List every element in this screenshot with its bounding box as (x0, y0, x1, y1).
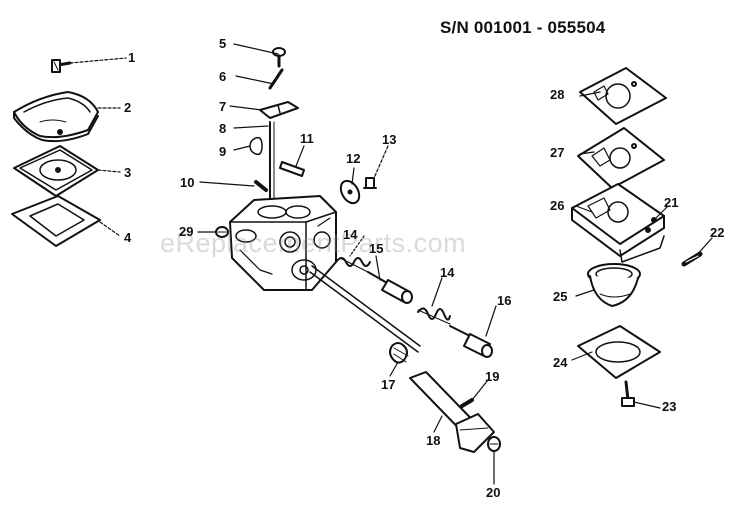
part-7-lever (259, 101, 299, 119)
part-19-screw (460, 398, 474, 408)
part-4-gasket (11, 195, 101, 247)
part-18-throttle-shaft (409, 371, 495, 453)
part-10-pin (254, 180, 268, 192)
part-3-diaphragm (13, 145, 99, 197)
callout-23: 23 (662, 399, 677, 414)
part-14-lower-spring (417, 307, 451, 325)
callout-1: 1 (128, 50, 136, 65)
callout-21: 21 (664, 195, 679, 210)
callout-29: 29 (179, 224, 194, 239)
part-27-plate (577, 127, 665, 189)
part-2-cover (13, 91, 99, 143)
part-8-needle (269, 121, 275, 211)
part-5-screw (272, 47, 286, 68)
callout-2: 2 (124, 100, 132, 115)
callout-12: 12 (346, 151, 361, 166)
part-12-disc (339, 179, 361, 205)
part-15-mixture-needle (367, 271, 413, 304)
callout-11: 11 (300, 131, 314, 146)
callout-20: 20 (486, 485, 501, 500)
callout-28: 28 (550, 87, 565, 102)
callout-9: 9 (219, 144, 227, 159)
callout-3: 3 (124, 165, 132, 180)
part-17-shaft-spring (309, 265, 421, 364)
callout-17: 17 (381, 377, 396, 392)
serial-number-range: S/N 001001 - 055504 (440, 18, 606, 37)
part-14-upper-spring (335, 257, 371, 273)
callout-14-lower: 14 (440, 265, 455, 280)
part-22-screw (681, 251, 703, 267)
part-26-metering-body (571, 183, 665, 263)
callout-16: 16 (497, 293, 512, 308)
carburetor-body (229, 195, 337, 291)
part-13-screw (363, 177, 377, 189)
part-11-clip (279, 161, 305, 177)
callout-22: 22 (710, 225, 725, 240)
callout-7: 7 (219, 99, 227, 114)
callout-6: 6 (219, 69, 227, 84)
part-25-primer-bulb (587, 263, 641, 307)
callout-24: 24 (553, 355, 568, 370)
callout-26: 26 (550, 198, 565, 213)
part-29-plug (215, 226, 229, 238)
callout-27: 27 (550, 145, 565, 160)
callout-25: 25 (553, 289, 568, 304)
part-1-screw (51, 59, 72, 73)
part-23-screw (621, 380, 635, 407)
part-28-gasket (579, 67, 667, 125)
callout-14-upper: 14 (343, 227, 358, 242)
part-6-pin (268, 68, 284, 90)
part-21-spring (645, 217, 657, 233)
part-20-nut (487, 436, 501, 452)
part-9-spring (249, 136, 263, 156)
callout-13: 13 (382, 132, 397, 147)
leader-lines (69, 43, 713, 485)
callout-19: 19 (485, 369, 500, 384)
callout-10: 10 (180, 175, 195, 190)
callout-15: 15 (369, 241, 384, 256)
callout-4: 4 (124, 230, 132, 245)
part-16-mixture-needle (449, 325, 493, 358)
part-24-flange (577, 325, 661, 379)
callout-5: 5 (219, 36, 227, 51)
callout-8: 8 (219, 121, 227, 136)
callout-18: 18 (426, 433, 441, 448)
